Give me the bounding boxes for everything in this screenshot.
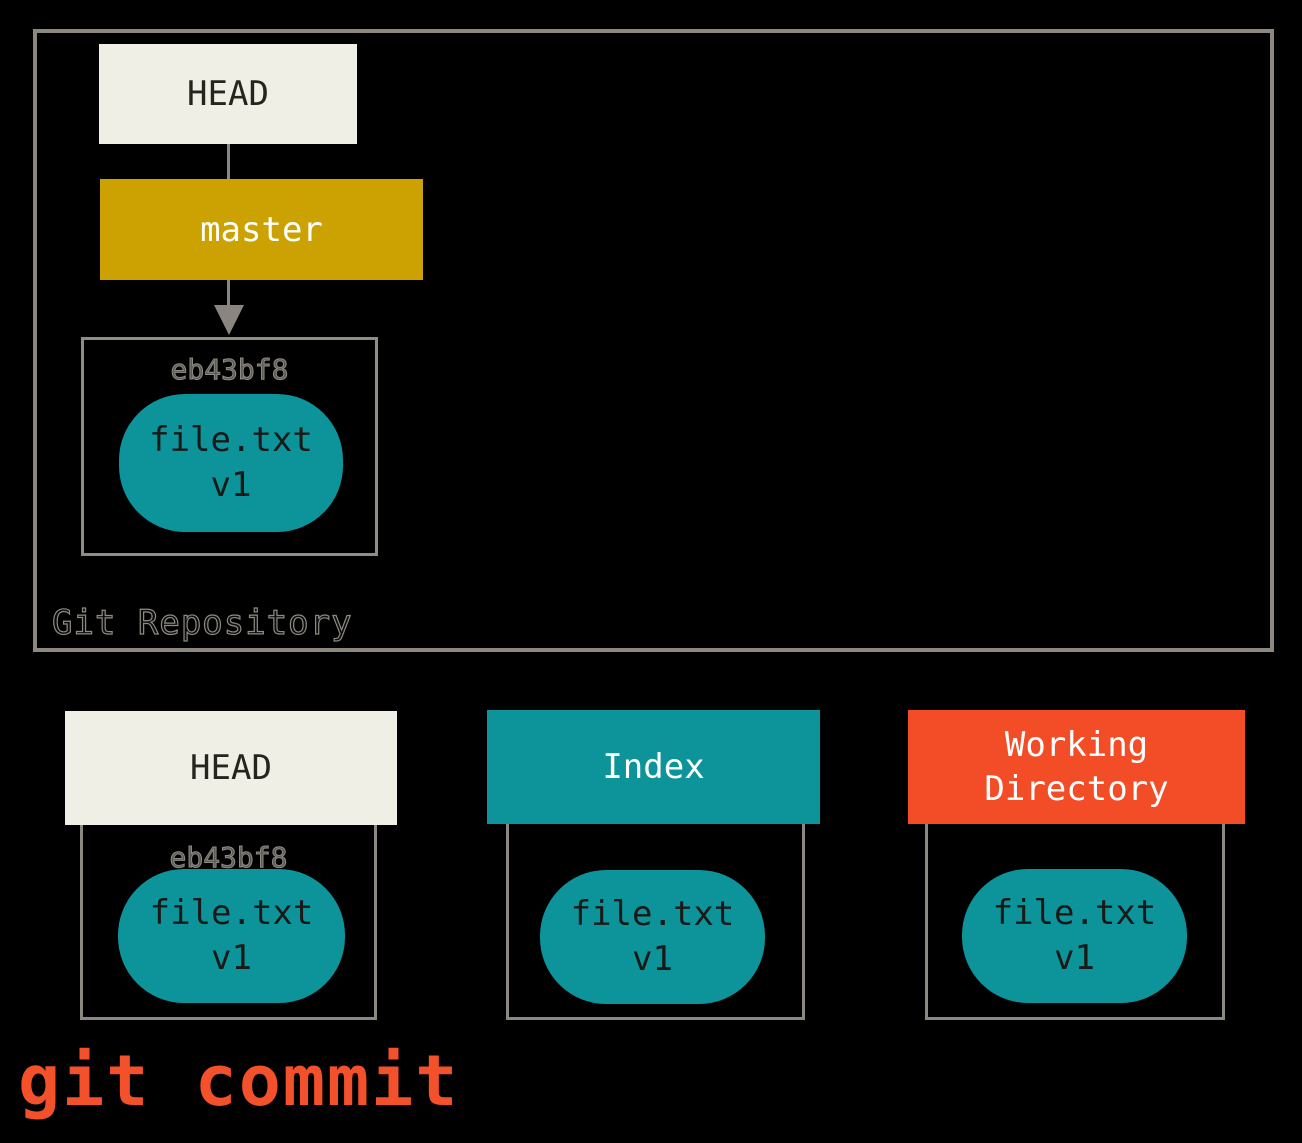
index-column-header: Index: [487, 710, 820, 824]
file-blob-version: v1: [632, 939, 673, 979]
head-to-master-connector: [227, 144, 230, 180]
workdir-column-title: Working Directory: [984, 725, 1169, 809]
file-blob-commit: file.txt v1: [119, 394, 343, 532]
file-blob-head: file.txt v1: [118, 869, 345, 1003]
head-column-title: HEAD: [190, 748, 272, 788]
git-repository-container: [33, 29, 1274, 652]
master-to-commit-connector: [227, 280, 230, 307]
head-ref-box: HEAD: [99, 44, 357, 144]
arrow-down-icon: [214, 305, 244, 335]
git-commit-command-label: git commit: [18, 1040, 460, 1122]
head-column-header: HEAD: [65, 711, 397, 825]
file-blob-version: v1: [1054, 938, 1095, 978]
master-branch-label: master: [200, 209, 323, 250]
commit-node-box: eb43bf8: [81, 337, 378, 556]
head-ref-label: HEAD: [187, 74, 269, 114]
file-blob-workdir: file.txt v1: [962, 869, 1187, 1003]
git-repository-label: Git Repository: [51, 602, 353, 643]
file-blob-name: file.txt: [570, 894, 735, 934]
file-blob-version: v1: [210, 465, 252, 505]
file-blob-name: file.txt: [149, 420, 313, 460]
commit-hash-label: eb43bf8: [170, 353, 289, 387]
head-column-hash-label: eb43bf8: [169, 841, 288, 875]
file-blob-name: file.txt: [149, 893, 314, 933]
file-blob-index: file.txt v1: [540, 870, 765, 1004]
file-blob-version: v1: [211, 938, 252, 978]
index-column-title: Index: [602, 747, 705, 787]
workdir-column-header: Working Directory: [908, 710, 1245, 824]
master-branch-box: master: [100, 179, 423, 280]
file-blob-name: file.txt: [992, 893, 1157, 933]
